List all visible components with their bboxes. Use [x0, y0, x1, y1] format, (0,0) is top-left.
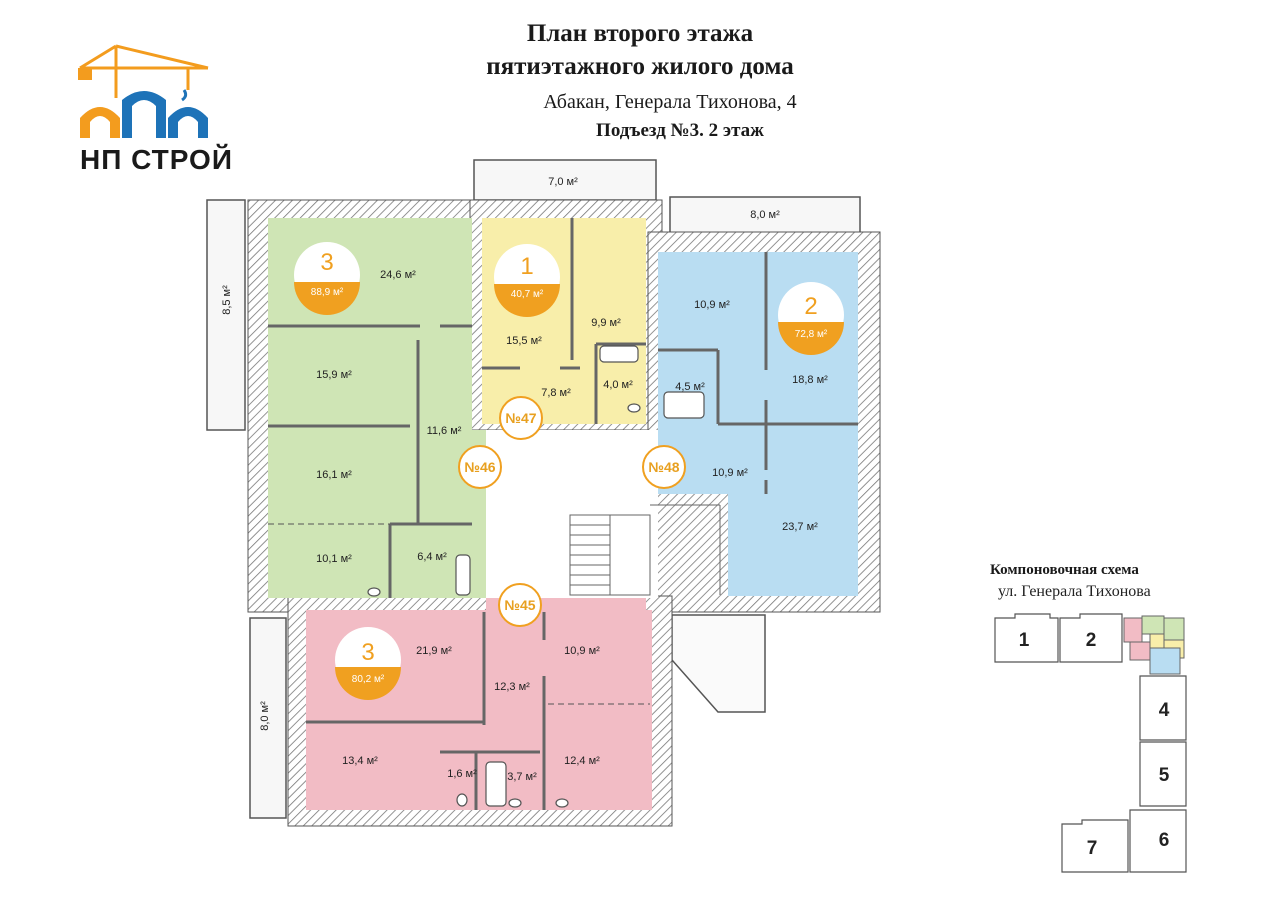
balcony-top-right	[669, 196, 861, 234]
room-areas-yellow: 15,5 м² 9,9 м² 7,8 м² 4,0 м²	[506, 317, 633, 399]
scheme-street: ул. Генерала Тихонова	[998, 583, 1151, 600]
room-area: 6,4 м²	[417, 551, 447, 563]
scheme-label-2: 2	[1086, 630, 1097, 651]
stairwell-hall	[486, 430, 658, 598]
room-areas-blue: 10,9 м² 4,5 м² 18,8 м² 10,9 м² 23,7 м²	[675, 299, 828, 533]
room-area: 4,5 м²	[675, 381, 705, 393]
room-area: 4,0 м²	[603, 379, 633, 391]
room-area: 15,5 м²	[506, 335, 542, 347]
room-area: 18,8 м²	[792, 374, 828, 386]
room-area: 1,6 м²	[447, 768, 477, 780]
scheme-block-5	[1139, 741, 1187, 807]
room-area: 12,4 м²	[564, 755, 600, 767]
room-areas-pink: 21,9 м² 10,9 м² 12,3 м² 13,4 м² 1,6 м² 3…	[342, 645, 600, 783]
balcony-left-bottom	[249, 617, 287, 819]
crane-house-icon	[78, 44, 209, 138]
badge-apartment-48: 2 72,8 м²	[778, 282, 844, 355]
page-title-line2: пятиэтажного жилого дома	[486, 53, 794, 80]
scheme-block-7	[1061, 819, 1129, 873]
room-area: 3,7 м²	[507, 771, 537, 783]
apartment-area: 40,7 м²	[511, 289, 544, 300]
room-area: 10,9 м²	[564, 645, 600, 657]
badge-apartment-46: 3 88,9 м²	[294, 242, 360, 315]
balcony-left-top	[206, 199, 246, 431]
scheme-label-5: 5	[1159, 765, 1170, 786]
page-title-line1: План второго этажа	[526, 20, 754, 47]
logo-text: НП СТРОЙ	[80, 144, 233, 175]
address: Абакан, Генерала Тихонова, 4	[543, 91, 797, 113]
layout-scheme: 1 2 4 5 7 6	[994, 613, 1187, 873]
apartment-area: 72,8 м²	[795, 329, 828, 340]
apartment-area: 88,9 м²	[311, 287, 344, 298]
plumbing-fixtures	[367, 345, 705, 808]
room-area: 24,6 м²	[380, 269, 416, 281]
room-count: 1	[520, 253, 533, 280]
room-area: 13,4 м²	[342, 755, 378, 767]
room-count: 3	[320, 249, 333, 276]
scheme-label-4: 4	[1159, 700, 1170, 721]
marker-apartment-48: №48	[642, 445, 686, 489]
scheme-block-2	[1059, 613, 1123, 663]
apartment-area: 80,2 м²	[352, 674, 385, 685]
room-area: 10,1 м²	[316, 553, 352, 565]
room-count: 3	[361, 639, 374, 666]
room-area: 10,9 м²	[712, 467, 748, 479]
balcony-bay	[671, 614, 766, 713]
stairs	[569, 504, 721, 596]
scheme-block-6	[1129, 809, 1187, 873]
room-area: 11,6 м²	[427, 425, 462, 437]
balcony-area: 8,0 м²	[259, 701, 271, 731]
marker-apartment-45: №45	[498, 583, 542, 627]
balcony-top-left	[473, 159, 657, 201]
marker-apartment-47: №47	[499, 396, 543, 440]
room-area: 9,9 м²	[591, 317, 621, 329]
balcony-area: 7,0 м²	[548, 176, 578, 188]
marker-apartment-46: №46	[458, 445, 502, 489]
room-area: 15,9 м²	[316, 369, 352, 381]
room-area: 23,7 м²	[782, 521, 818, 533]
scheme-block-1	[994, 613, 1059, 663]
apartment-number: №48	[648, 459, 679, 475]
room-area: 10,9 м²	[694, 299, 730, 311]
room-area: 16,1 м²	[316, 469, 352, 481]
entrance-label: Подъезд №3. 2 этаж	[596, 120, 764, 141]
apartment-number: №45	[504, 597, 535, 613]
balcony-area: 8,5 м²	[221, 285, 233, 315]
scheme-label-1: 1	[1019, 630, 1030, 651]
room-area: 12,3 м²	[494, 681, 530, 693]
room-count: 2	[804, 293, 817, 320]
interior-walls	[268, 218, 858, 810]
badge-apartment-47: 1 40,7 м²	[494, 244, 560, 317]
scheme-title: Компоновочная схема	[990, 562, 1139, 578]
scheme-label-7: 7	[1087, 838, 1098, 859]
apartment-number: №46	[464, 459, 495, 475]
scheme-block-4	[1139, 675, 1187, 741]
room-area: 21,9 м²	[416, 645, 452, 657]
balcony-area: 8,0 м²	[750, 209, 780, 221]
room-areas-green: 24,6 м² 15,9 м² 11,6 м² 16,1 м² 10,1 м² …	[316, 269, 462, 565]
scheme-block-3	[1123, 615, 1185, 675]
badge-apartment-45: 3 80,2 м²	[335, 627, 401, 700]
scheme-label-6: 6	[1159, 830, 1170, 851]
apartment-number: №47	[505, 410, 536, 426]
room-area: 7,8 м²	[541, 387, 571, 399]
